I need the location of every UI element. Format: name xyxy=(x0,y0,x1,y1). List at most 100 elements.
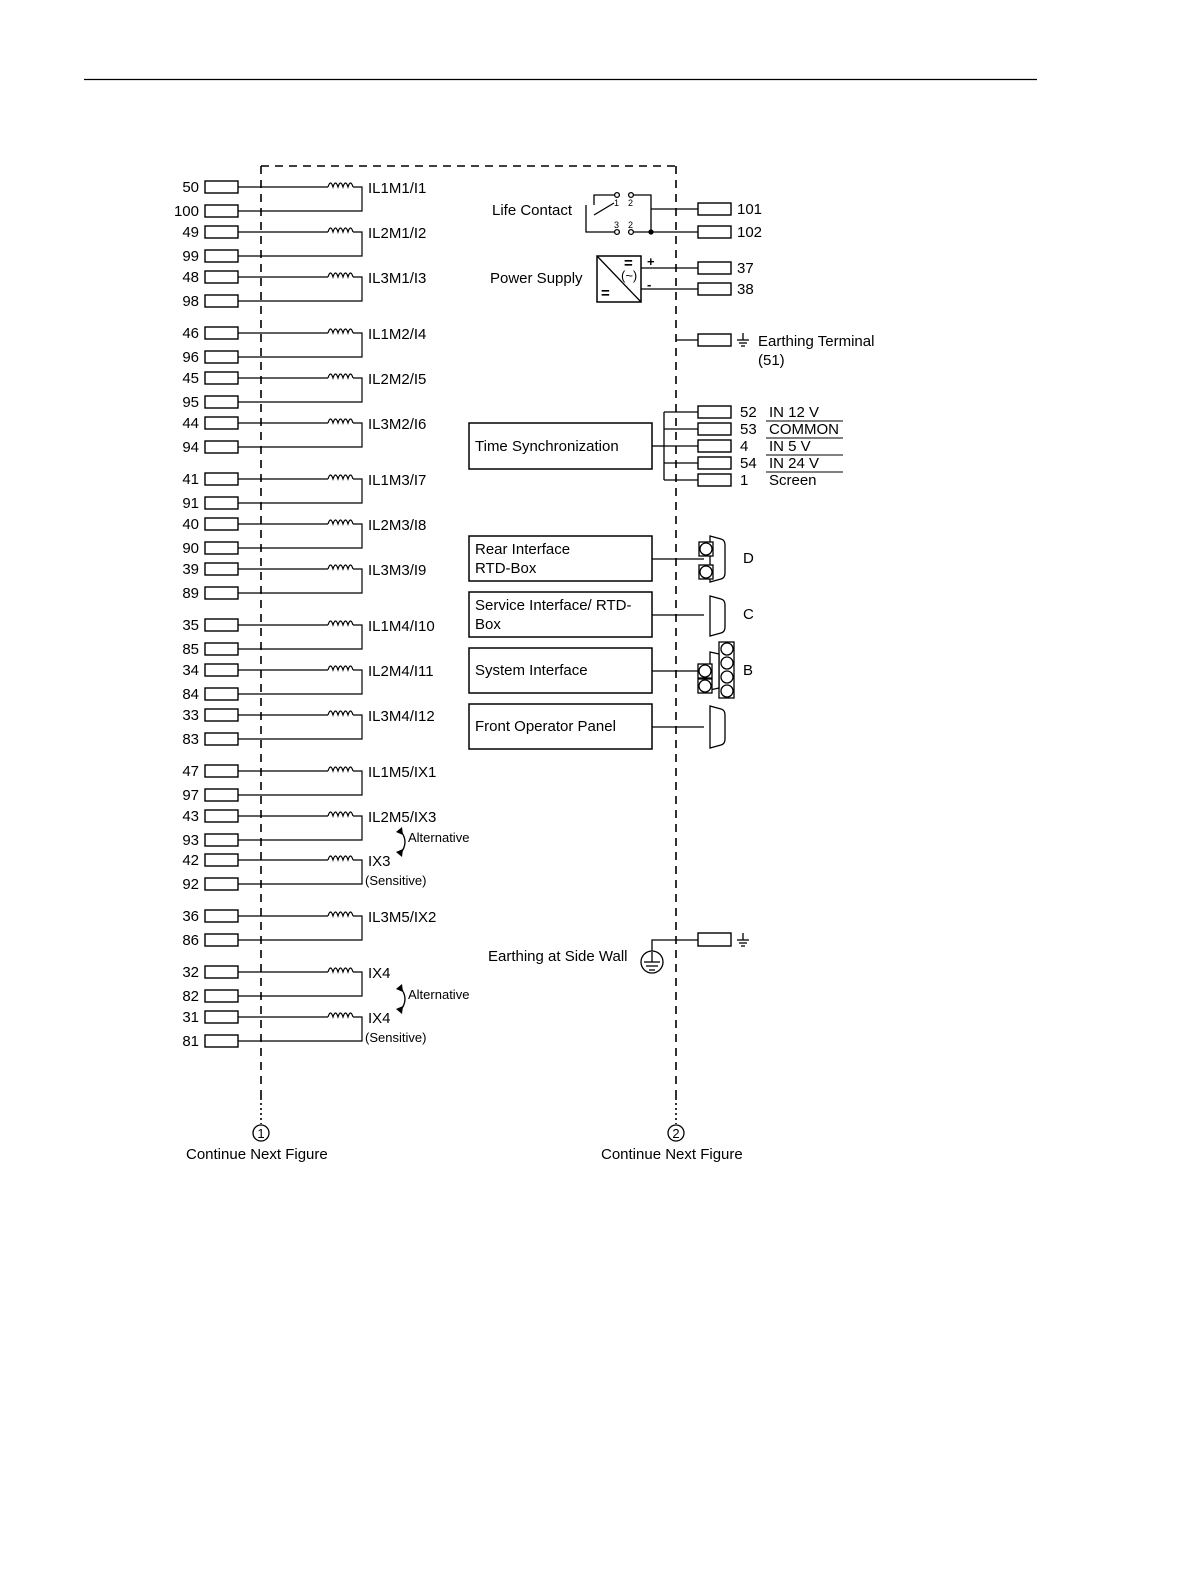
terminal-number: 101 xyxy=(737,201,762,218)
channel-label: IX4 xyxy=(368,965,391,982)
terminal-box xyxy=(697,456,732,470)
ct-coil-icon xyxy=(327,665,354,673)
continuation-1: 1 Continue Next Figure xyxy=(186,1124,328,1163)
port-letter: D xyxy=(743,550,754,567)
ct-coil-icon xyxy=(327,811,354,819)
svg-text:(~): (~) xyxy=(621,268,637,283)
terminal-box xyxy=(204,204,239,218)
terminal-number: 31 xyxy=(182,1009,199,1026)
terminal-box xyxy=(697,333,732,347)
interface-label: Front Operator Panel xyxy=(475,718,616,735)
terminal-number: 95 xyxy=(182,394,199,411)
channel-label: IL2M3/I8 xyxy=(368,517,426,534)
terminal-number: 43 xyxy=(182,808,199,825)
terminal-box xyxy=(204,270,239,284)
svg-text:=: = xyxy=(601,285,610,302)
signal-label: IN 12 V xyxy=(769,404,819,421)
channel-label: IL1M5/IX1 xyxy=(368,764,436,781)
interface-label-line2: RTD-Box xyxy=(475,560,537,577)
terminal-box xyxy=(204,395,239,409)
terminal-box xyxy=(204,294,239,308)
terminal-number: 91 xyxy=(182,495,199,512)
terminal-number: 33 xyxy=(182,707,199,724)
terminal-number: 96 xyxy=(182,349,199,366)
terminal-box xyxy=(697,422,732,436)
terminal-box xyxy=(697,261,732,275)
terminal-number: 1 xyxy=(740,472,748,489)
svg-text:2: 2 xyxy=(628,198,633,208)
terminal-number: 49 xyxy=(182,224,199,241)
continuation-2: 2 Continue Next Figure xyxy=(601,1124,743,1163)
terminal-number: 35 xyxy=(182,617,199,634)
interface-box: Front Operator Panel xyxy=(468,703,704,750)
terminal-number: 39 xyxy=(182,561,199,578)
channel-note: (Sensitive) xyxy=(365,873,426,888)
terminal-box xyxy=(697,405,732,419)
terminal-number: 92 xyxy=(182,876,199,893)
connector-d xyxy=(698,535,726,583)
continue-label: Continue Next Figure xyxy=(186,1146,328,1163)
channel-label: IL1M1/I1 xyxy=(368,180,426,197)
ct-coil-icon xyxy=(327,564,354,572)
time-sync: Time Synchronization xyxy=(468,412,665,480)
terminal-number: 46 xyxy=(182,325,199,342)
channel-label: IL2M1/I2 xyxy=(368,225,426,242)
terminal-box xyxy=(697,473,732,487)
terminal-number: 44 xyxy=(182,415,199,432)
ct-coil-icon xyxy=(327,710,354,718)
terminal-box xyxy=(204,833,239,847)
ct-coil-icon xyxy=(327,373,354,381)
ct-coil-icon xyxy=(327,272,354,280)
terminal-box xyxy=(204,1034,239,1048)
terminal-box xyxy=(204,472,239,486)
interface-label-line2: Box xyxy=(475,616,501,633)
interface-label: Service Interface/ RTD- xyxy=(475,597,631,614)
terminal-box xyxy=(204,764,239,778)
channel-label: IL2M5/IX3 xyxy=(368,809,436,826)
time-sync-label: Time Synchronization xyxy=(475,438,619,455)
terminal-box xyxy=(204,989,239,1003)
channel-label: IL1M4/I10 xyxy=(368,618,435,635)
terminal-number: 99 xyxy=(182,248,199,265)
channel-label: IL3M2/I6 xyxy=(368,416,426,433)
terminal-number: 86 xyxy=(182,932,199,949)
channel-label: IL2M2/I5 xyxy=(368,371,426,388)
terminal-box xyxy=(204,809,239,823)
ct-coil-icon xyxy=(327,227,354,235)
channel-label: IL1M3/I7 xyxy=(368,472,426,489)
terminal-box xyxy=(204,687,239,701)
terminal-number: 83 xyxy=(182,731,199,748)
earthing-side-wall-label: Earthing at Side Wall xyxy=(488,948,628,965)
signal-label: COMMON xyxy=(769,421,839,438)
terminal-box xyxy=(697,202,732,216)
svg-text:+: + xyxy=(647,254,655,269)
terminal-box xyxy=(204,1010,239,1024)
terminal-box xyxy=(204,517,239,531)
alternative-marker: Alternative xyxy=(396,827,469,857)
terminal-box xyxy=(697,282,732,296)
terminal-box xyxy=(204,249,239,263)
terminal-box xyxy=(204,440,239,454)
channel-label: IL3M4/I12 xyxy=(368,708,435,725)
ct-coil-icon xyxy=(327,911,354,919)
ct-coil-icon xyxy=(327,182,354,190)
channel-label: IX3 xyxy=(368,853,391,870)
channel-label: IL3M1/I3 xyxy=(368,270,426,287)
terminal-number: 98 xyxy=(182,293,199,310)
